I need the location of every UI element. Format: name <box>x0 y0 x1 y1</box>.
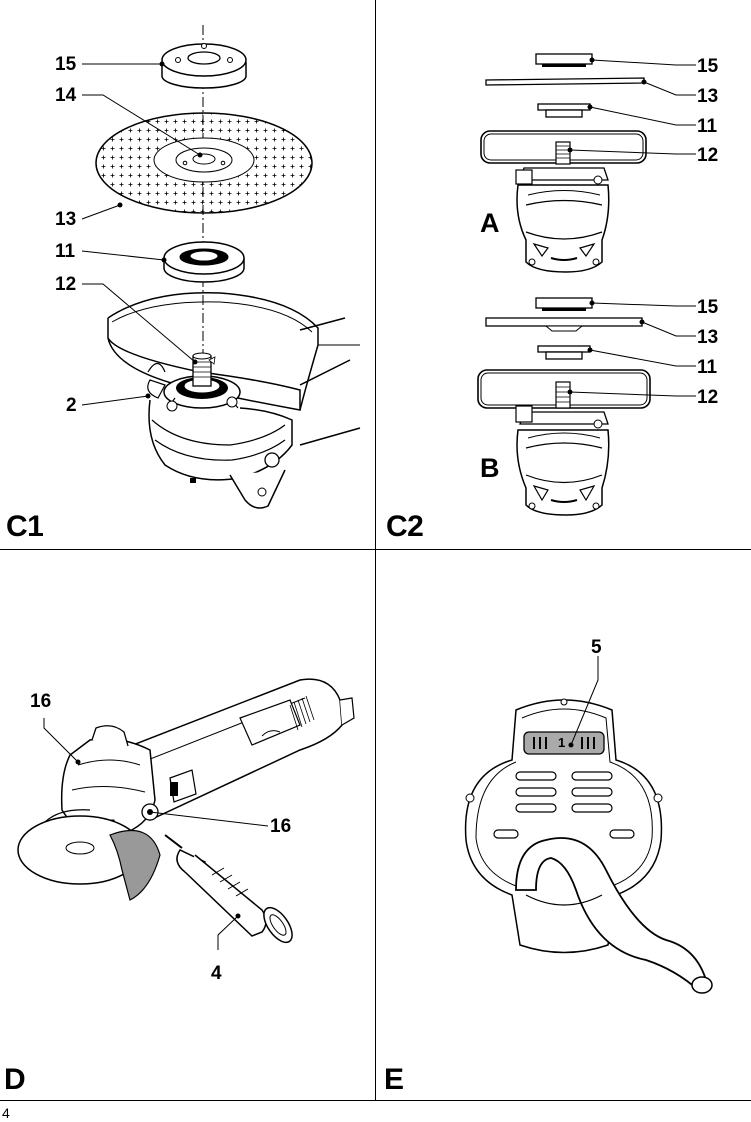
page-number: 4 <box>2 1106 10 1120</box>
e-leader-dot <box>569 743 574 748</box>
figure-c1: 15 14 13 11 12 2 C1 <box>0 0 375 549</box>
c2-sublabel-b: B <box>480 455 500 482</box>
e-illustration <box>376 550 751 1100</box>
c1-callout-2: 2 <box>66 396 77 415</box>
figure-d: 16 16 4 D <box>0 550 375 1100</box>
c2b-flange-nut <box>536 298 592 311</box>
c2b-tool <box>478 370 650 515</box>
c1-callout-14: 14 <box>55 86 76 105</box>
c1-callout-13: 13 <box>55 210 76 229</box>
e-callout-5: 5 <box>591 638 602 657</box>
figure-label-d: D <box>4 1065 25 1095</box>
c2b-disc <box>486 318 642 331</box>
c2a-backing-flange <box>538 104 590 117</box>
c1-callout-11: 11 <box>55 242 75 261</box>
c1-grinding-disc <box>96 113 312 213</box>
figure-e: 5 1 E <box>376 550 751 1100</box>
d-callout-4: 4 <box>211 964 222 983</box>
c2a-callout-12: 12 <box>697 146 718 165</box>
e-speed-dial-number: 1 <box>558 736 565 749</box>
c2b-callout-11: 11 <box>697 358 717 377</box>
c2a-callout-13: 13 <box>697 87 718 106</box>
c2a-disc <box>486 78 644 85</box>
c2-sublabel-a: A <box>480 210 500 237</box>
figure-label-e: E <box>384 1065 404 1095</box>
d-callout-16-side: 16 <box>270 817 291 836</box>
c2b-callout-12: 12 <box>697 388 718 407</box>
figure-c2: 15 13 11 12 15 13 11 12 A B C2 <box>376 0 751 549</box>
c1-callout-15: 15 <box>55 55 76 74</box>
c2a-callout-15: 15 <box>697 57 718 76</box>
d-callout-16-top: 16 <box>30 692 51 711</box>
c2b-callout-15: 15 <box>697 298 718 317</box>
figure-label-c2: C2 <box>386 512 423 542</box>
c2-illustration <box>376 0 751 549</box>
c2a-callout-11: 11 <box>697 117 717 136</box>
c1-backing-flange <box>164 242 244 282</box>
figure-label-c1: C1 <box>6 512 43 542</box>
d-illustration <box>0 550 375 1100</box>
d-side-handle <box>165 835 298 947</box>
footer-divider <box>0 1100 751 1101</box>
c2a-flange-nut <box>536 54 592 67</box>
c1-gear-head <box>149 318 360 508</box>
c1-callout-12: 12 <box>55 275 76 294</box>
c2b-callout-13: 13 <box>697 328 718 347</box>
c1-flange-nut <box>162 44 246 89</box>
c2b-backing-flange <box>538 346 590 359</box>
